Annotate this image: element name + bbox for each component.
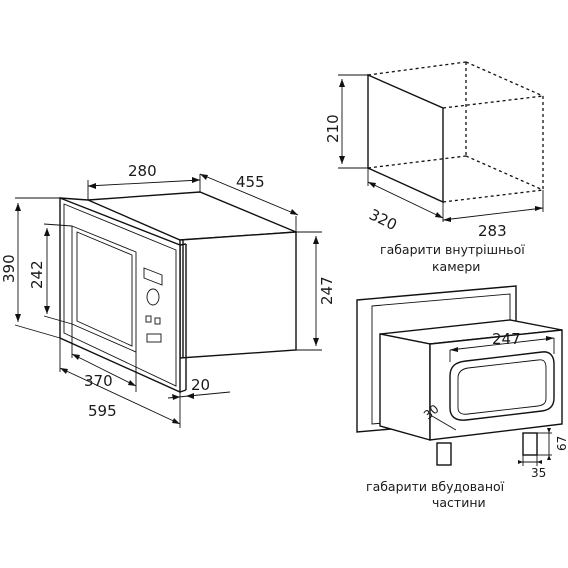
dimension-247-built-in: 247 xyxy=(449,330,555,362)
cavity-front-face xyxy=(367,73,444,204)
caption-cavity-line1: габарити внутрішньої xyxy=(380,242,525,257)
dim-label-242: 242 xyxy=(28,260,46,289)
built-in-opening xyxy=(449,351,555,421)
control-button-icon xyxy=(154,317,161,325)
built-in-body-side xyxy=(379,333,431,441)
dimension-35: 35 xyxy=(518,455,546,480)
dim-label-283: 283 xyxy=(478,222,507,240)
caption-built-in-line2: частини xyxy=(432,495,486,510)
dimension-370: 370 xyxy=(71,324,137,392)
dim-label-35: 35 xyxy=(531,466,546,480)
dim-label-20: 20 xyxy=(191,376,210,394)
cavity-drawing xyxy=(367,61,544,204)
dim-label-247-built-in: 247 xyxy=(492,330,521,348)
oven-drawing xyxy=(59,191,297,394)
dim-label-280: 280 xyxy=(128,162,157,180)
dim-label-247-body: 247 xyxy=(318,276,336,305)
oven-front-inner xyxy=(63,203,177,387)
control-button-icon xyxy=(146,333,162,343)
dimension-247-body: 247 xyxy=(296,231,336,351)
dim-label-595: 595 xyxy=(88,402,117,420)
foot-left xyxy=(436,442,452,466)
display-panel xyxy=(143,267,163,286)
dimension-320: 320 xyxy=(366,168,444,234)
dimension-595: 595 xyxy=(59,338,181,428)
dim-label-210: 210 xyxy=(324,114,342,143)
dimension-210: 210 xyxy=(324,74,368,169)
dim-label-67: 67 xyxy=(555,436,568,451)
dimension-280: 280 xyxy=(87,162,201,200)
caption-built-in-line1: габарити вбудованої xyxy=(366,479,505,494)
built-in-drawing xyxy=(356,285,563,466)
dimension-20: 20 xyxy=(167,376,231,400)
dimension-67: 67 xyxy=(537,428,568,460)
dim-label-320: 320 xyxy=(366,205,400,234)
dimension-390: 390 xyxy=(0,197,61,339)
dim-label-455: 455 xyxy=(236,173,265,191)
foot-right xyxy=(522,432,538,456)
dim-label-370: 370 xyxy=(84,372,113,390)
control-button-icon xyxy=(145,315,152,323)
control-knob-icon xyxy=(146,288,160,306)
dimension-455: 455 xyxy=(199,173,299,232)
caption-cavity-line2: камери xyxy=(432,259,480,274)
oven-body-side xyxy=(179,231,297,359)
dim-label-390: 390 xyxy=(0,254,18,283)
dimension-242: 242 xyxy=(28,223,73,325)
dimension-283: 283 xyxy=(442,190,544,240)
door-window-inner xyxy=(76,231,133,347)
